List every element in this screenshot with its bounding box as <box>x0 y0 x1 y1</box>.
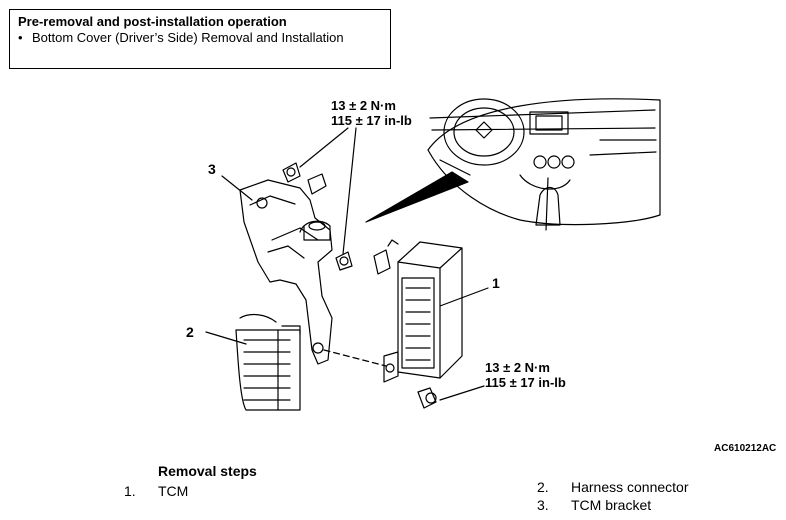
harness-connector <box>235 313 301 411</box>
callout-number-2: 2 <box>186 324 194 340</box>
removal-step-1: 1. TCM <box>124 483 188 499</box>
tcm-unit <box>373 239 463 383</box>
removal-steps-title: Removal steps <box>158 463 257 479</box>
tcm-bolt <box>417 387 437 409</box>
torque-bottom-metric: 13 ± 2 N·m <box>485 360 550 375</box>
step-label: TCM bracket <box>571 497 652 513</box>
notice-item-text: Bottom Cover (Driver’s Side) Removal and… <box>32 30 344 45</box>
callout-leader-3 <box>221 175 253 201</box>
callout-leader-1 <box>439 287 489 307</box>
removal-step-2: 2. Harness connector <box>537 479 689 495</box>
step-label: TCM <box>158 483 189 499</box>
step-label: Harness connector <box>571 479 689 495</box>
torque-bottom-imperial: 115 ± 17 in-lb <box>485 375 566 390</box>
callout-number-3: 3 <box>208 161 216 177</box>
alignment-line <box>323 349 387 367</box>
step-number: 2. <box>537 479 549 495</box>
figure-code: AC610212AC <box>714 443 777 454</box>
callout-leader-2 <box>205 331 247 345</box>
bullet: • <box>18 30 23 45</box>
torque-spec-bottom: 13 ± 2 N·m 115 ± 17 in-lb <box>485 360 566 390</box>
location-pointer <box>365 171 469 223</box>
torque-leaders <box>299 127 485 401</box>
torque-top-imperial: 115 ± 17 in-lb <box>331 113 412 128</box>
dashboard-inset <box>427 98 661 231</box>
torque-top-metric: 13 ± 2 N·m <box>331 98 396 113</box>
bracket-bolts <box>282 162 353 271</box>
notice-title: Pre-removal and post-installation operat… <box>18 14 287 29</box>
step-number: 1. <box>124 483 136 499</box>
torque-spec-top: 13 ± 2 N·m 115 ± 17 in-lb <box>331 98 412 128</box>
tcm-bracket <box>239 179 333 365</box>
callout-number-1: 1 <box>492 275 500 291</box>
notice-item: • Bottom Cover (Driver’s Side) Removal an… <box>18 30 382 46</box>
step-number: 3. <box>537 497 549 513</box>
removal-step-3: 3. TCM bracket <box>537 497 651 513</box>
pre-removal-notice: Pre-removal and post-installation operat… <box>9 9 391 69</box>
